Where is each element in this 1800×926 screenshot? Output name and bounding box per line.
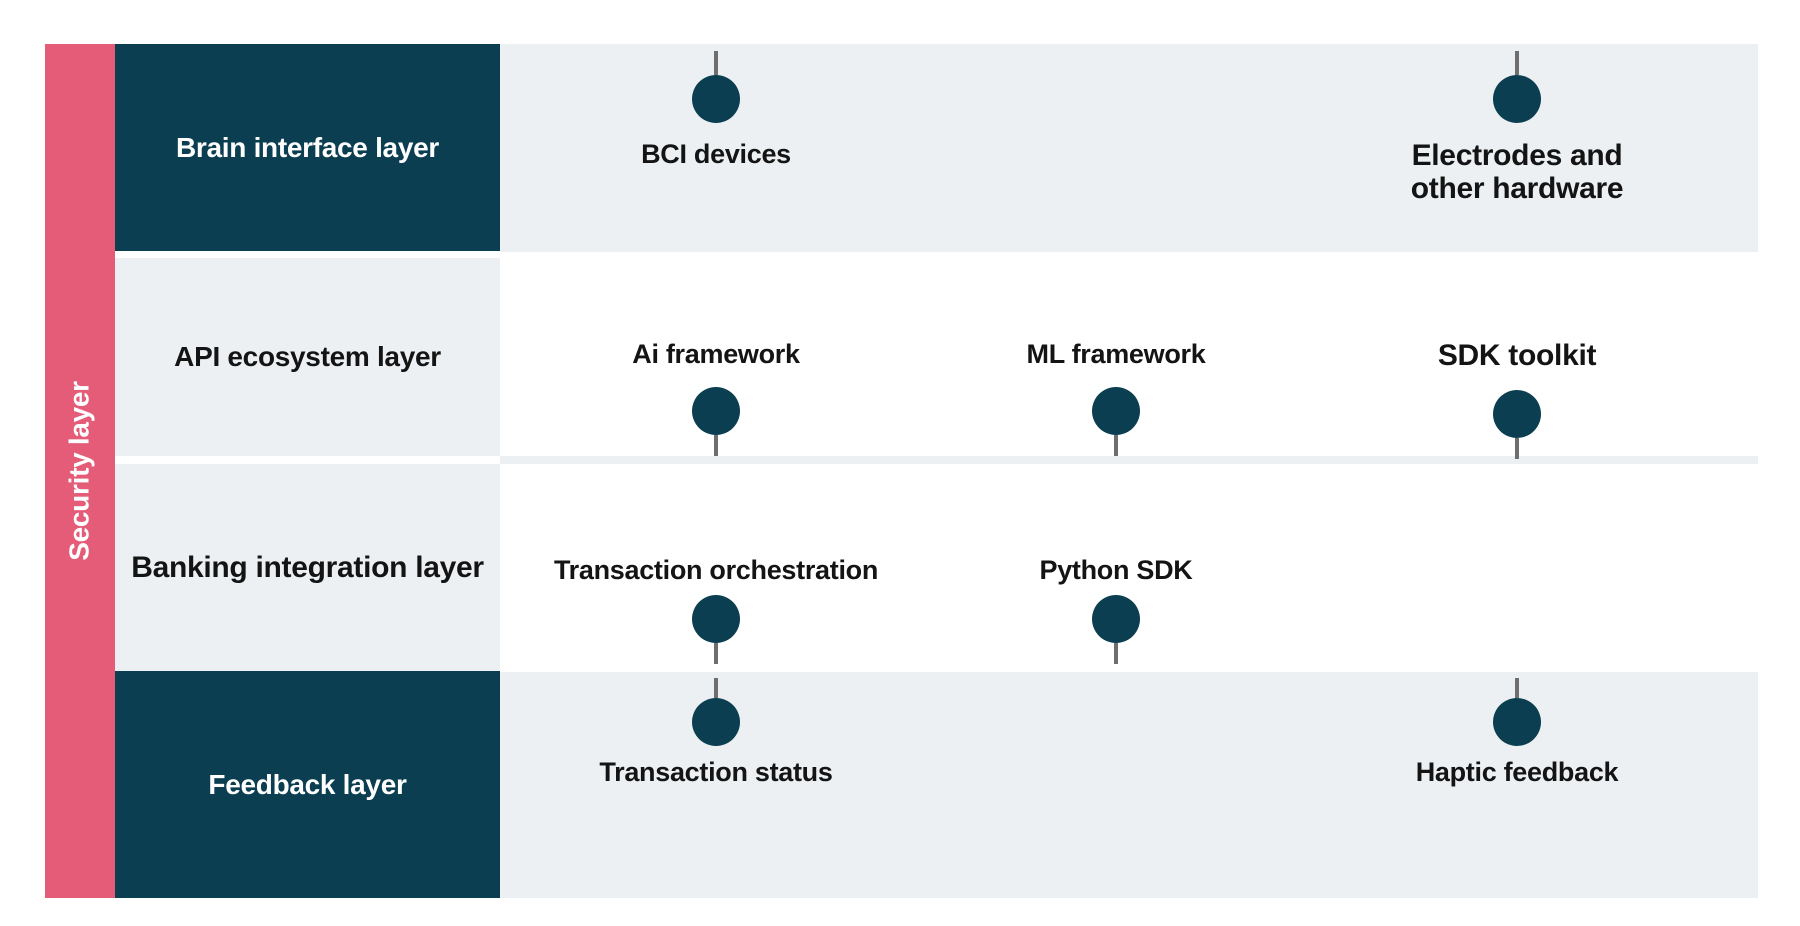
- node-label: Electrodes and other hardware: [1410, 139, 1624, 205]
- connector-stem-icon: [714, 678, 718, 698]
- security-layer-bar: Security layer: [45, 44, 115, 898]
- node-haptic-feedback: Haptic feedback: [1347, 678, 1687, 787]
- node-label: SDK toolkit: [1437, 339, 1597, 372]
- node-circle-icon: [1493, 75, 1541, 123]
- connector-stem-icon: [1515, 678, 1519, 698]
- node-electrodes-hardware: Electrodes and other hardware: [1347, 51, 1687, 205]
- layer-caption-api-ecosystem: API ecosystem layer: [115, 258, 500, 456]
- layer-caption-feedback: Feedback layer: [115, 671, 500, 898]
- node-circle-icon: [692, 595, 740, 643]
- security-layer-label: Security layer: [64, 381, 95, 561]
- connector-stem-icon: [1114, 643, 1118, 664]
- connector-stem-icon: [1515, 51, 1519, 75]
- connector-stem-icon: [1515, 438, 1519, 459]
- node-transaction-status: Transaction status: [546, 678, 886, 787]
- node-circle-icon: [692, 75, 740, 123]
- node-label: ML framework: [1026, 339, 1206, 369]
- node-circle-icon: [1092, 595, 1140, 643]
- layer-caption-label: API ecosystem layer: [174, 341, 441, 372]
- node-label: Transaction status: [599, 757, 833, 787]
- node-ml-framework: ML framework: [946, 339, 1286, 456]
- node-label: Python SDK: [1039, 555, 1193, 585]
- node-label: BCI devices: [641, 139, 791, 169]
- connector-stem-icon: [714, 435, 718, 456]
- node-circle-icon: [1493, 698, 1541, 746]
- node-ai-framework: Ai framework: [546, 339, 886, 456]
- connector-stem-icon: [714, 51, 718, 75]
- node-label: Ai framework: [632, 339, 800, 369]
- layers-content-panel: [500, 44, 1758, 898]
- node-circle-icon: [692, 698, 740, 746]
- connector-stem-icon: [714, 643, 718, 664]
- layer-caption-banking-integration: Banking integration layer: [115, 464, 500, 671]
- node-circle-icon: [692, 387, 740, 435]
- layer-caption-label: Banking integration layer: [131, 550, 484, 584]
- node-circle-icon: [1493, 390, 1541, 438]
- layer-caption-label: Feedback layer: [208, 768, 407, 800]
- connector-stem-icon: [1114, 435, 1118, 456]
- node-transaction-orchestration: Transaction orchestration: [546, 555, 886, 664]
- layer-caption-brain-interface: Brain interface layer: [115, 44, 500, 251]
- node-python-sdk: Python SDK: [946, 555, 1286, 664]
- node-label: Haptic feedback: [1415, 757, 1619, 787]
- node-label: Transaction orchestration: [553, 555, 879, 585]
- node-sdk-toolkit: SDK toolkit: [1347, 339, 1687, 459]
- layer-caption-label: Brain interface layer: [176, 131, 439, 163]
- node-bci-devices: BCI devices: [546, 51, 886, 169]
- node-circle-icon: [1092, 387, 1140, 435]
